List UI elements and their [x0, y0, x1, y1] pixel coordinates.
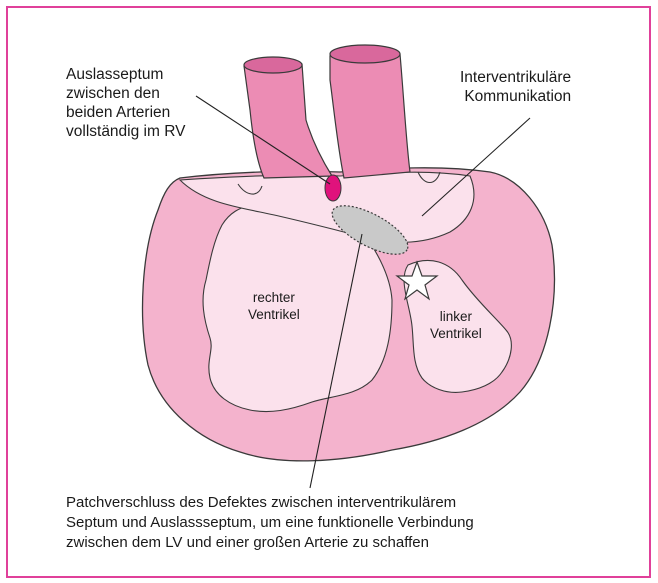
- label-line: zwischen dem LV und einer großen Arterie…: [66, 533, 474, 553]
- label-left-ventricle: linker Ventrikel: [430, 308, 482, 342]
- label-line: Ventrikel: [248, 306, 300, 323]
- label-line: zwischen den: [66, 84, 185, 103]
- label-line: rechter: [248, 289, 300, 306]
- pulmonary-artery: [244, 60, 332, 178]
- label-patch-closure: Patchverschluss des Defektes zwischen in…: [66, 493, 474, 553]
- label-line: Auslasseptum: [66, 65, 185, 84]
- label-outlet-septum: Auslasseptum zwischen den beiden Arterie…: [66, 65, 185, 141]
- label-line: Septum und Auslassseptum, um eine funkti…: [66, 513, 474, 533]
- label-line: vollständig im RV: [66, 122, 185, 141]
- label-line: Interventrikuläre: [460, 68, 571, 87]
- aorta-opening: [330, 45, 400, 63]
- label-right-ventricle: rechter Ventrikel: [248, 289, 300, 323]
- label-line: Patchverschluss des Defektes zwischen in…: [66, 493, 474, 513]
- aorta: [330, 48, 410, 178]
- label-line: beiden Arterien: [66, 103, 185, 122]
- label-vsd: Interventrikuläre Kommunikation: [460, 68, 571, 106]
- label-line: Kommunikation: [460, 87, 571, 106]
- pulmonary-artery-opening: [244, 57, 302, 73]
- outlet-septum-marker: [325, 175, 341, 201]
- label-line: Ventrikel: [430, 325, 482, 342]
- label-line: linker: [430, 308, 482, 325]
